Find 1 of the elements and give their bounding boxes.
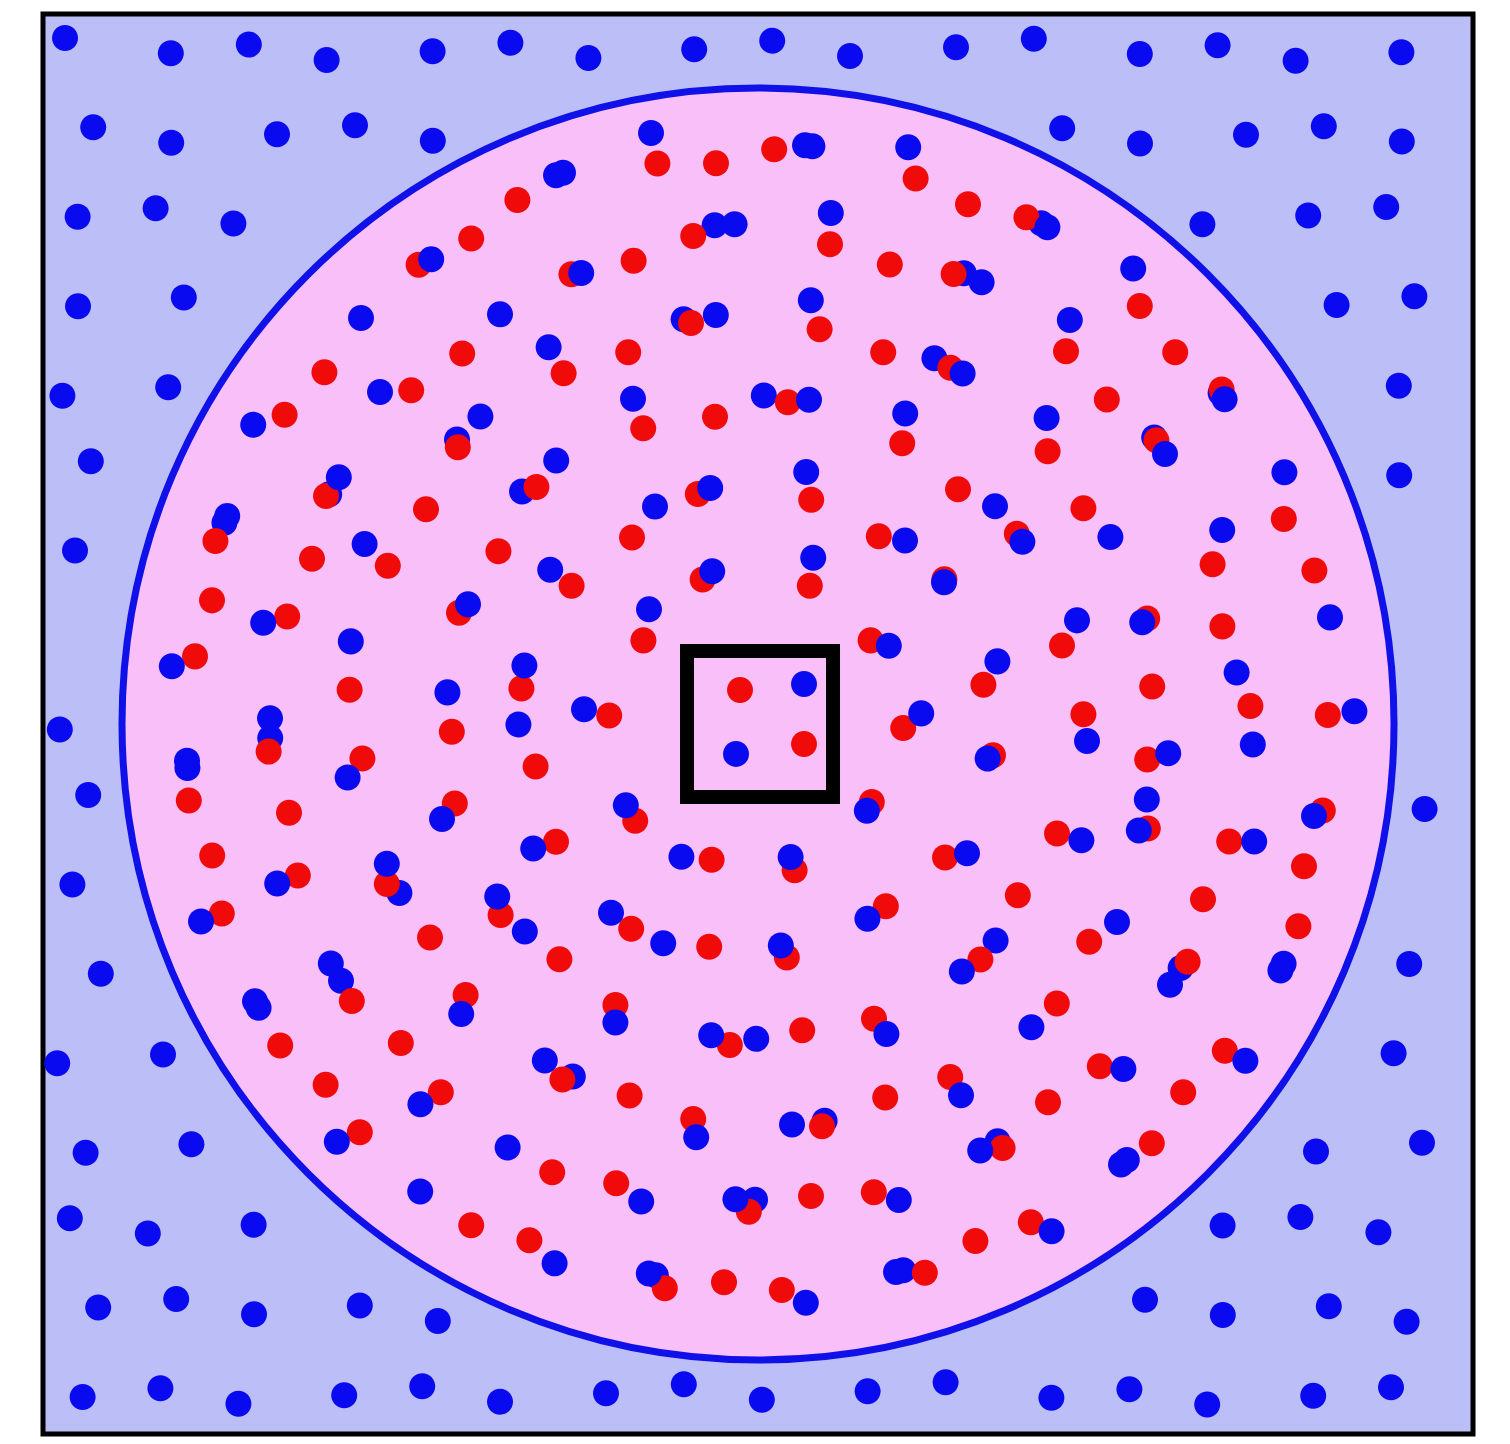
square-marker bbox=[680, 643, 840, 804]
